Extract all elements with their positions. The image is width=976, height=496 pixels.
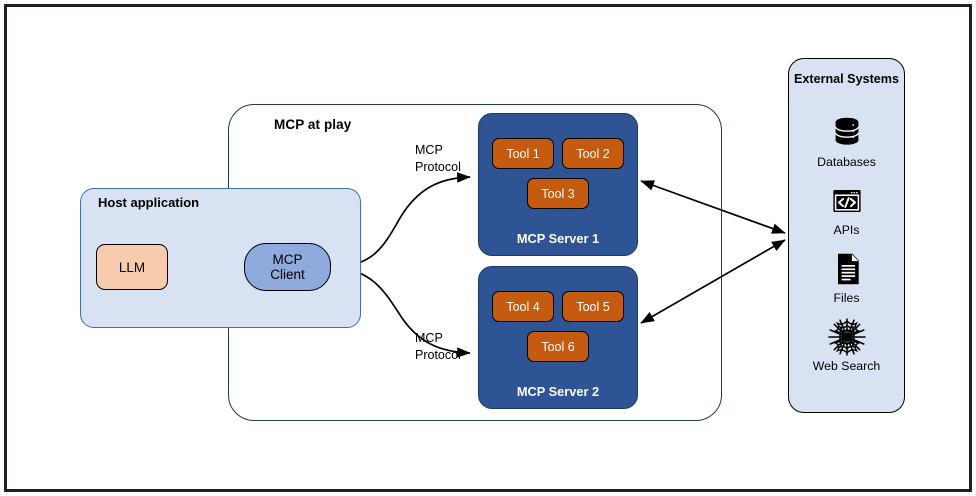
mcp-protocol-label-2: MCP Protocol <box>415 331 461 362</box>
external-systems-list: Databases <box>789 113 904 373</box>
external-item-label: Web Search <box>812 359 881 373</box>
mcp-client-box[interactable]: MCP Client <box>244 243 331 291</box>
external-item-label: Files <box>833 291 860 305</box>
external-item-databases[interactable]: Databases <box>789 113 904 169</box>
tool-label: Tool 5 <box>576 299 610 314</box>
spider-web-icon <box>827 317 867 357</box>
tool-box[interactable]: Tool 1 <box>492 138 554 169</box>
tool-label: Tool 2 <box>576 146 610 161</box>
mcp-protocol-label-1: MCP Protocol <box>415 143 461 174</box>
tool-label: Tool 4 <box>506 299 540 314</box>
tool-label: Tool 1 <box>506 146 540 161</box>
external-systems-title: External Systems <box>793 72 899 86</box>
tool-box[interactable]: Tool 2 <box>562 138 624 169</box>
mcp-server-2-title: MCP Server 2 <box>516 384 600 399</box>
external-systems-panel: External Systems <box>788 58 905 413</box>
external-item-apis[interactable]: APIs <box>789 181 904 237</box>
mcp-client-label-line1: MCP <box>272 251 303 267</box>
mcp-at-play-label: MCP at play <box>274 117 352 132</box>
llm-label: LLM <box>118 259 146 275</box>
tool-label: Tool 3 <box>541 186 575 201</box>
mcp-server-1[interactable]: Tool 1 Tool 2 Tool 3 MCP Server 1 <box>478 113 638 256</box>
file-document-icon <box>827 249 867 289</box>
database-icon <box>827 113 867 153</box>
host-application-label: Host application <box>98 195 200 210</box>
external-item-web-search[interactable]: Web Search <box>789 317 904 373</box>
mcp-server-2[interactable]: Tool 4 Tool 5 Tool 6 MCP Server 2 <box>478 266 638 409</box>
mcp-server-2-tools: Tool 4 Tool 5 Tool 6 <box>479 291 637 362</box>
tool-box[interactable]: Tool 4 <box>492 291 554 322</box>
tool-box[interactable]: Tool 5 <box>562 291 624 322</box>
tool-box[interactable]: Tool 6 <box>527 331 589 362</box>
mcp-client-label-line2: Client <box>270 267 305 282</box>
llm-box[interactable]: LLM <box>96 244 168 290</box>
api-code-icon <box>827 181 867 221</box>
tool-label: Tool 6 <box>541 339 575 354</box>
mcp-server-1-title: MCP Server 1 <box>516 231 600 246</box>
mcp-server-1-tools: Tool 1 Tool 2 Tool 3 <box>479 138 637 209</box>
external-item-label: Databases <box>817 155 876 169</box>
external-item-label: APIs <box>833 223 860 237</box>
external-item-files[interactable]: Files <box>789 249 904 305</box>
tool-box[interactable]: Tool 3 <box>527 178 589 209</box>
